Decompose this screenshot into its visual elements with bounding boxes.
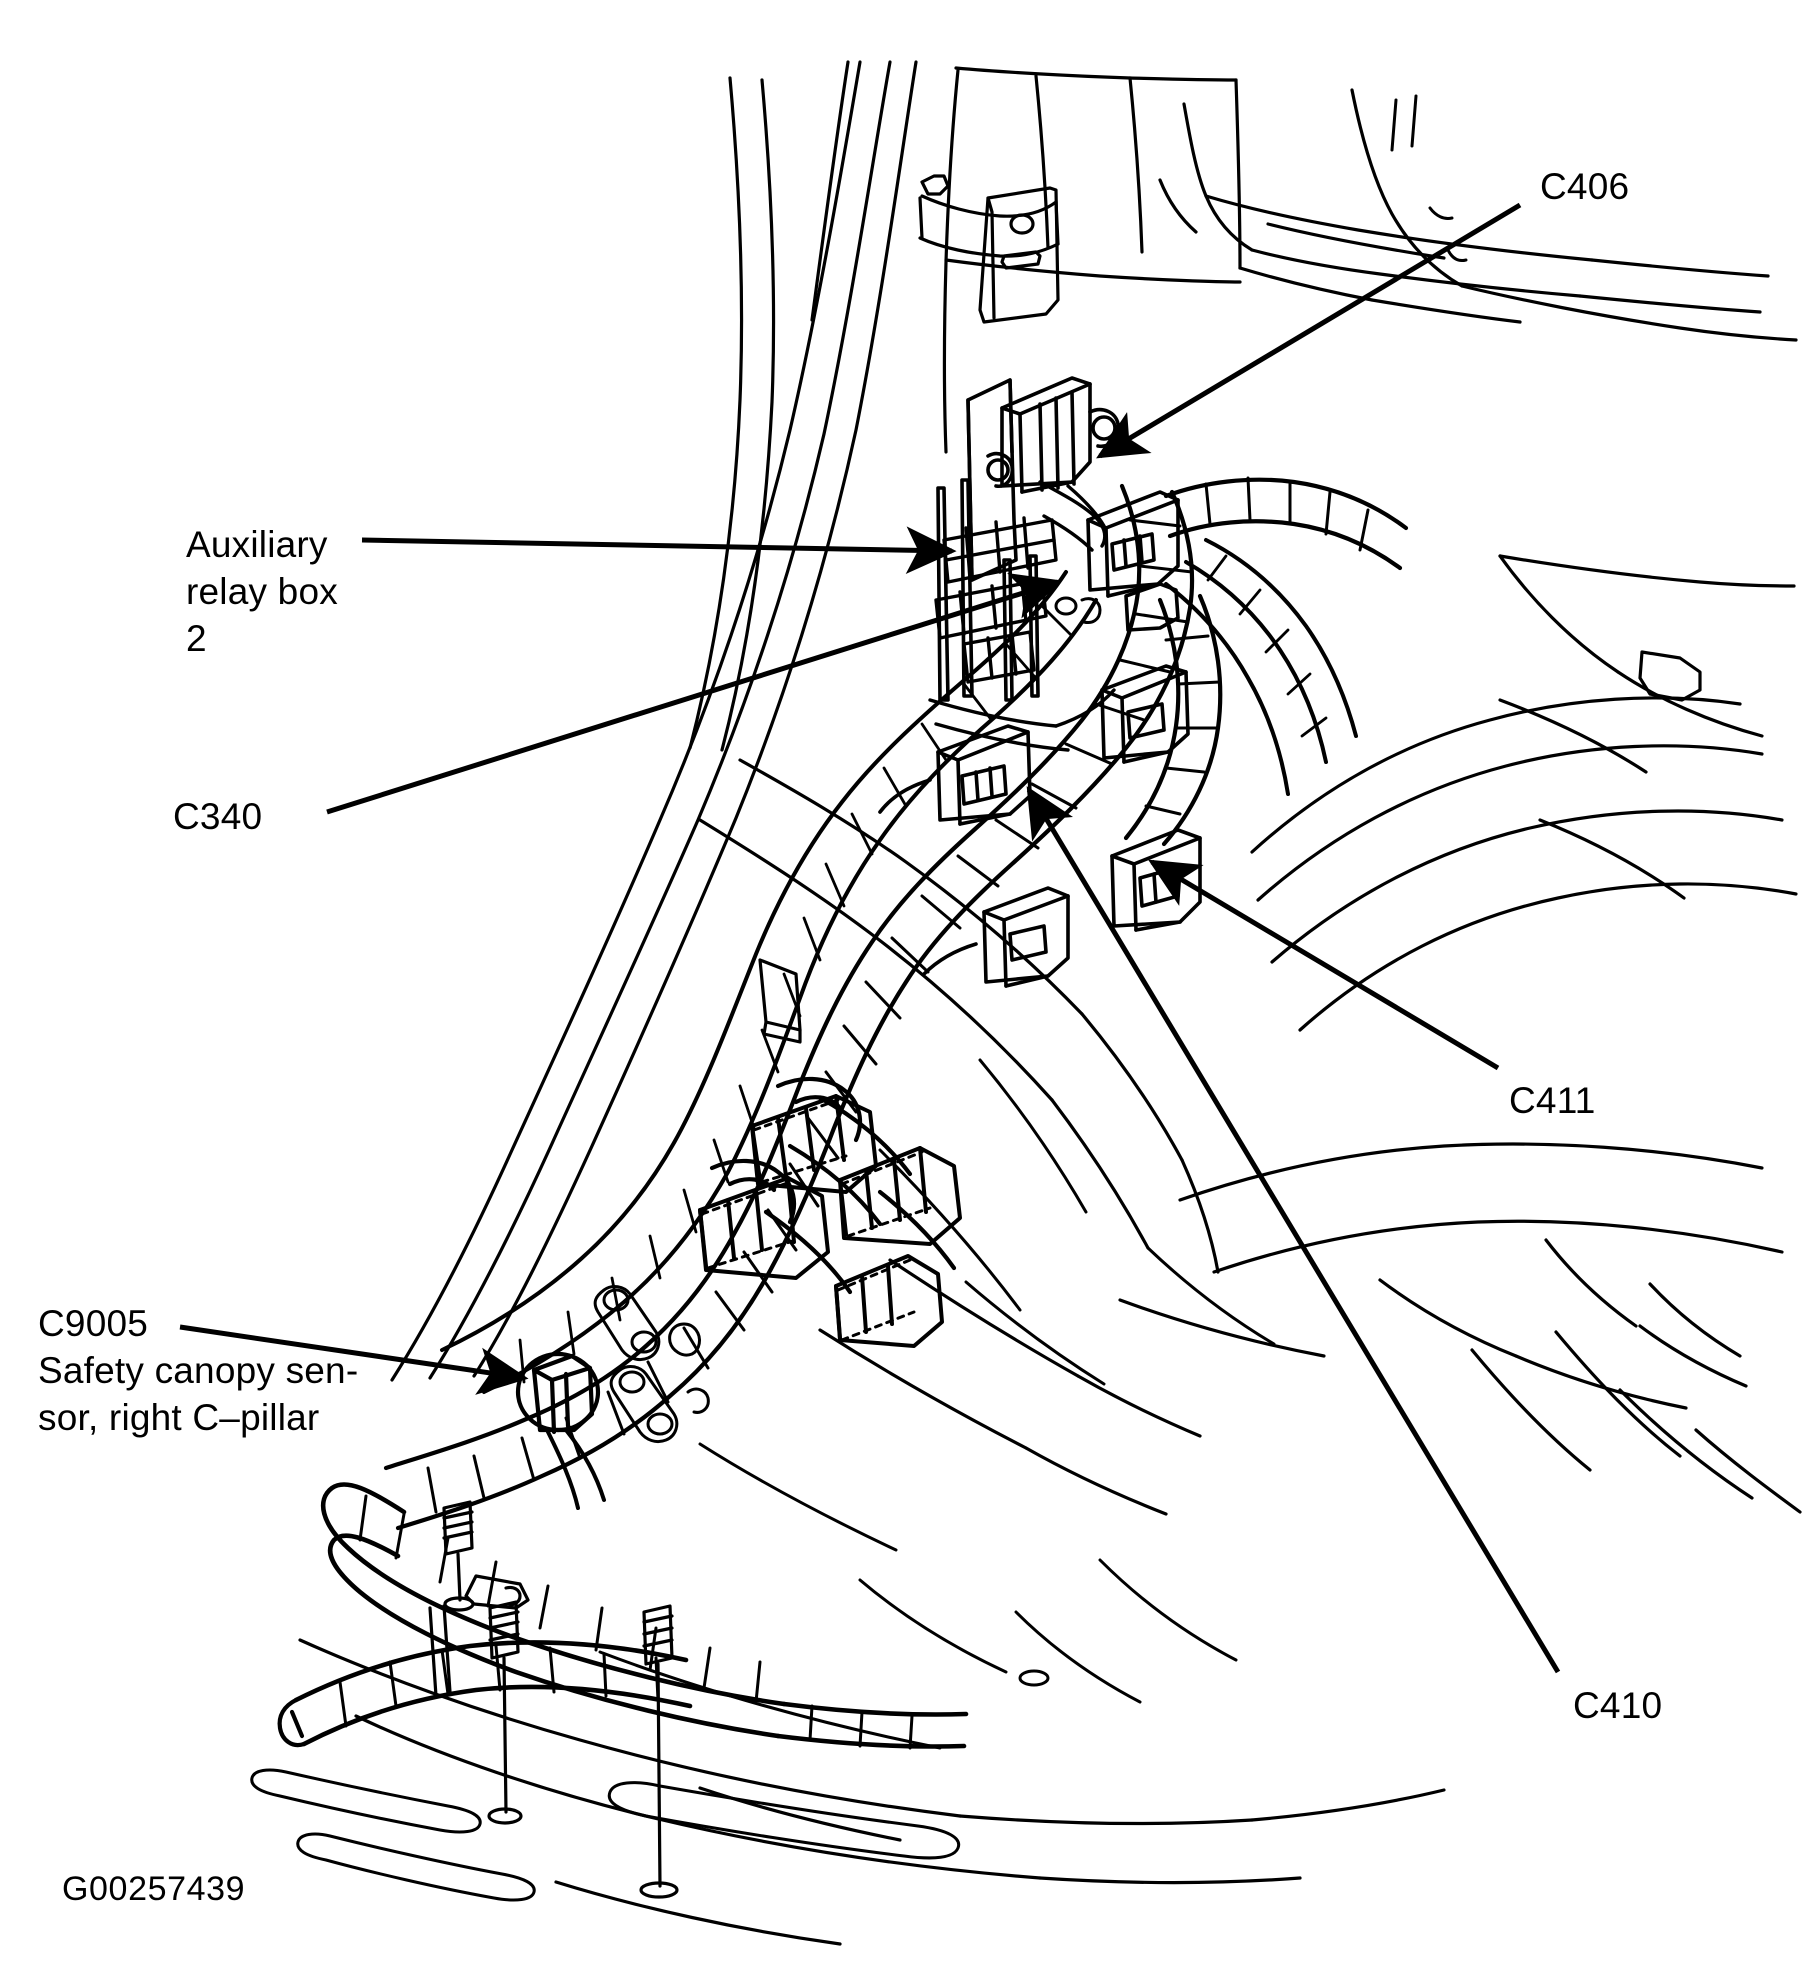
figure-id: G00257439 [62,1870,246,1908]
callout-label-c9005: C9005 Safety canopy sen- sor, right C–pi… [38,1303,359,1438]
leader-c406 [1096,202,1522,459]
leader-auxiliary-relay-box-2 [361,526,957,574]
leader-c411 [1148,859,1500,1071]
callout-label-c340: C340 [173,796,263,837]
leader-c340 [326,573,1063,815]
leader-c9005 [179,1324,529,1395]
leader-c410 [1026,786,1561,1674]
callout-label-c411: C411 [1509,1080,1596,1121]
callout-label-auxiliary-relay-box-2: Auxiliary relay box 2 [186,524,338,659]
callout-label-c406: C406 [1540,166,1630,207]
callout-label-c410: C410 [1573,1685,1663,1726]
